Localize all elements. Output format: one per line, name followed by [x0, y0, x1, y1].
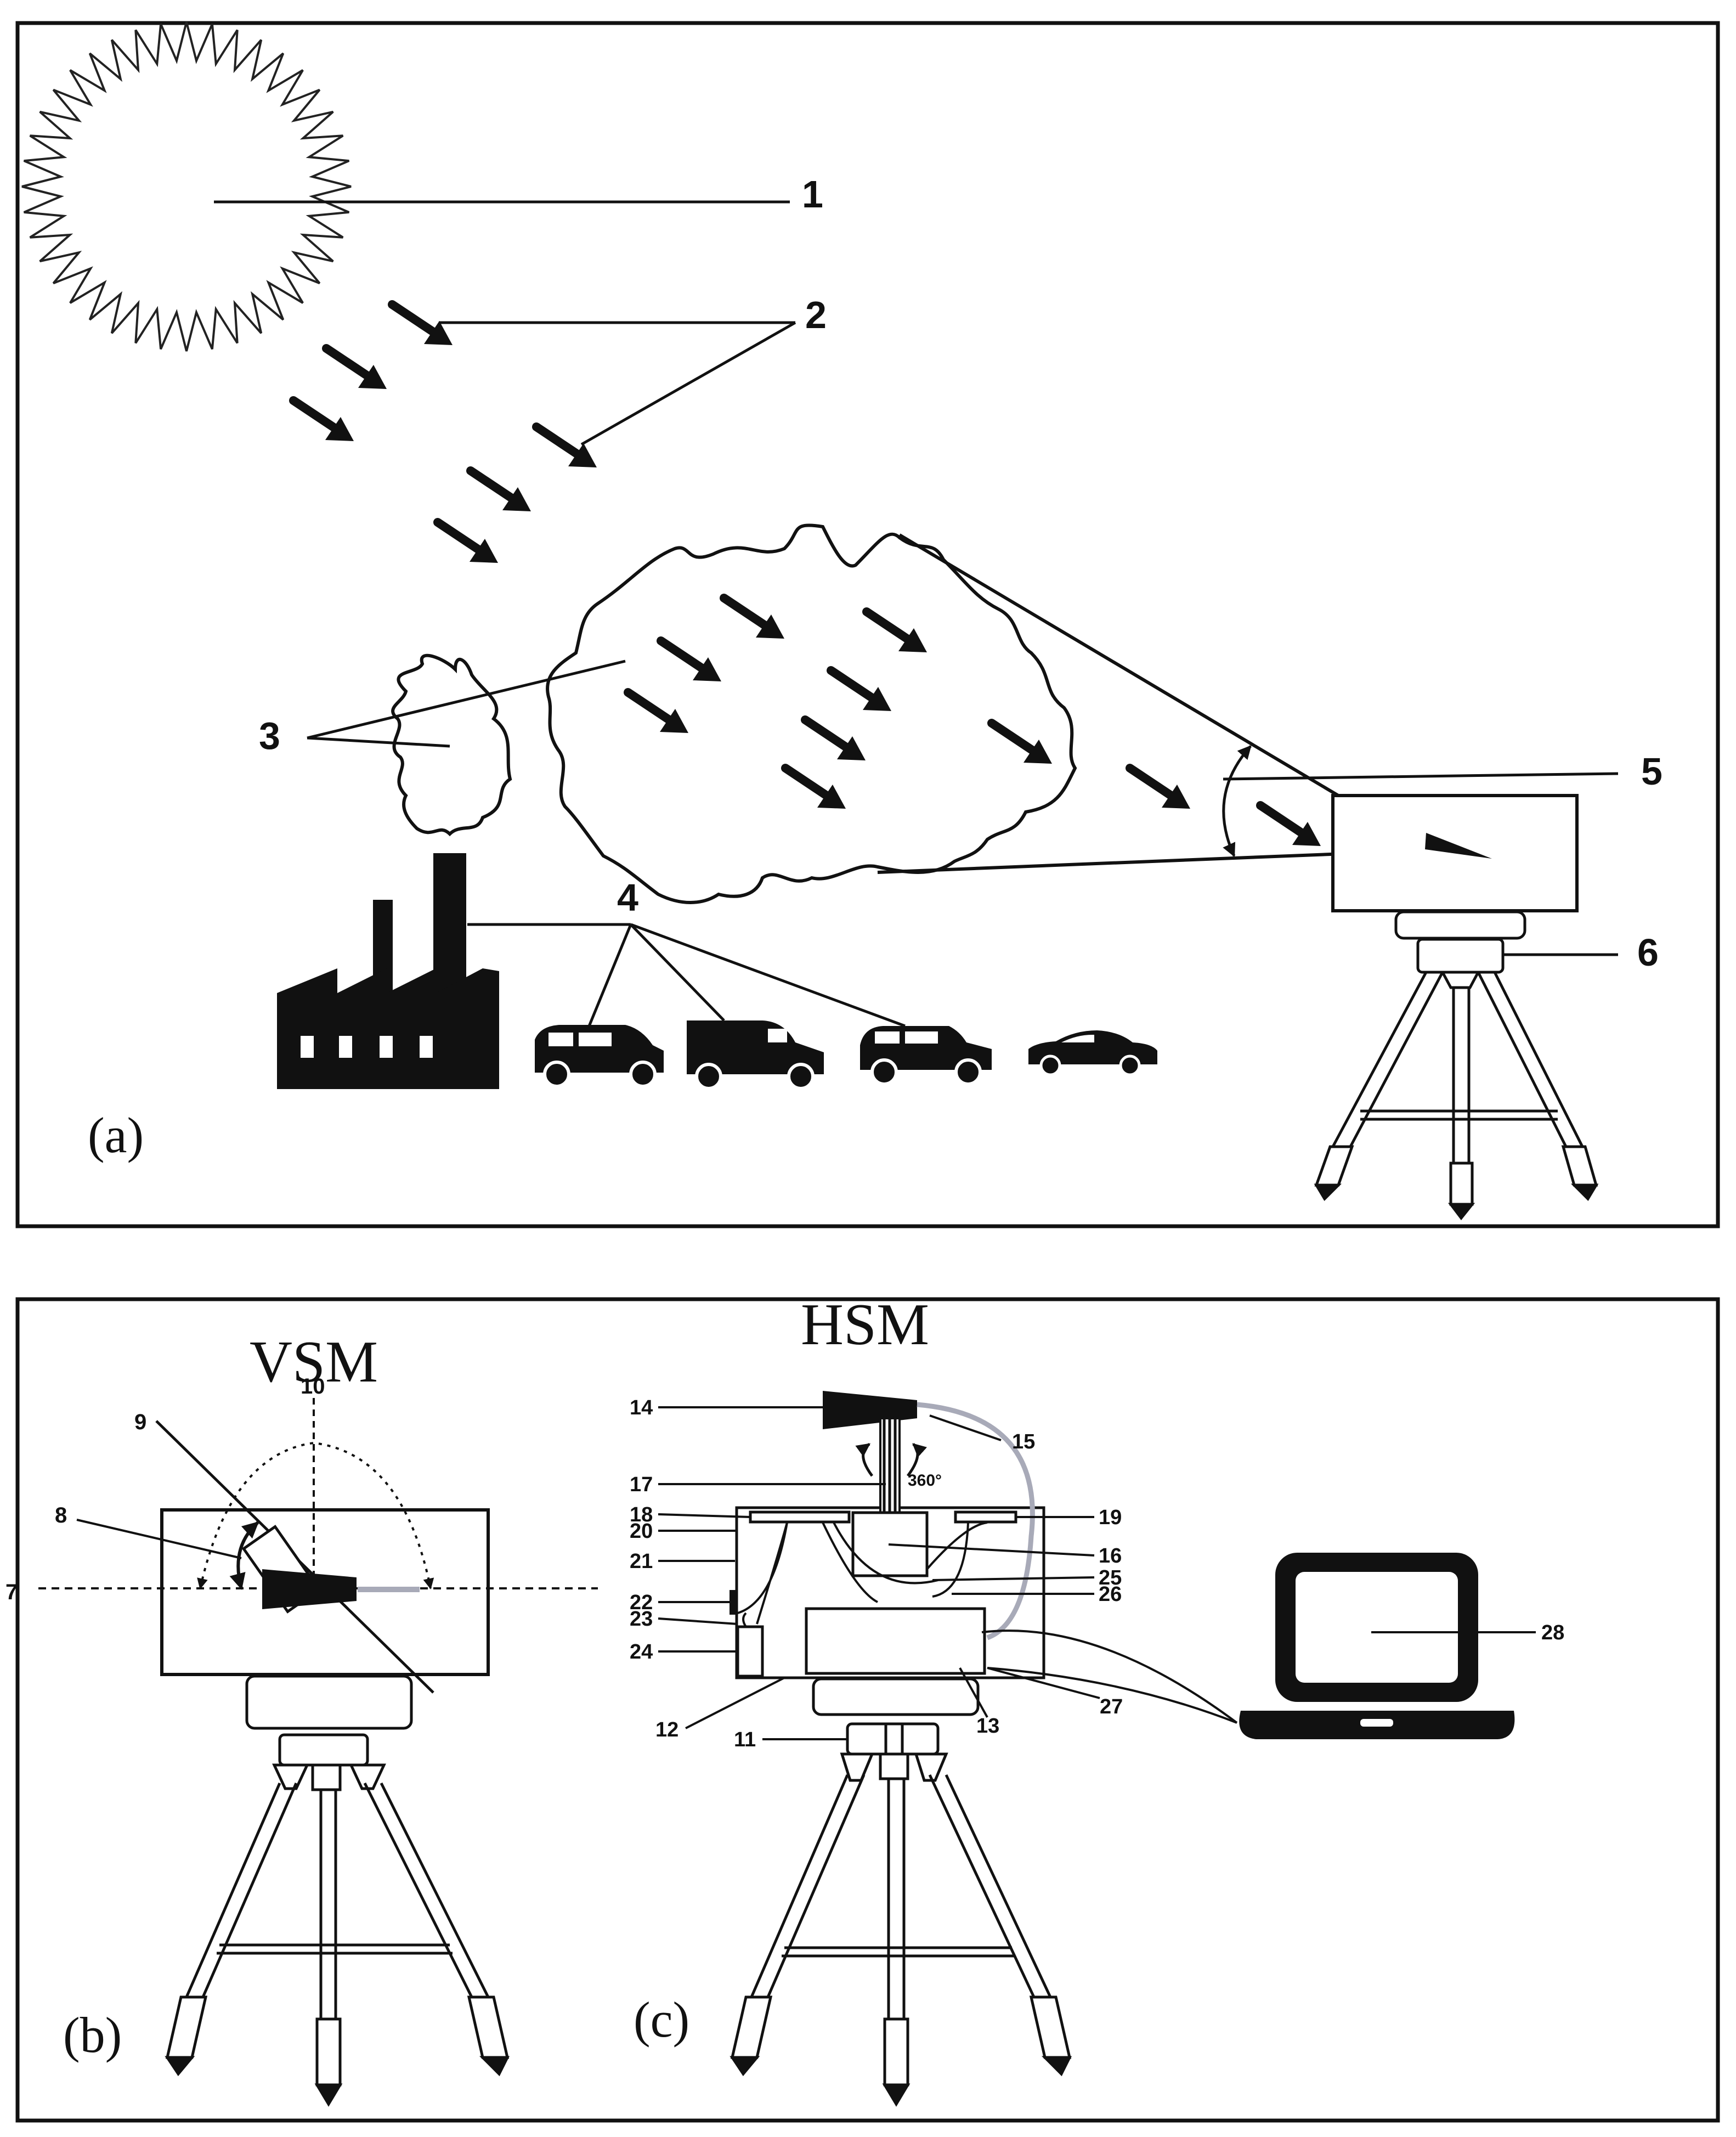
panel-a-frame [15, 21, 1720, 1228]
callout-2-lines [439, 321, 796, 446]
callout-3: 3 [259, 714, 280, 757]
callout-15: 15 [1012, 1430, 1035, 1453]
callout-27: 27 [1100, 1695, 1123, 1718]
rotation-360-label: 360° [908, 1471, 942, 1490]
callout-24: 24 [630, 1640, 653, 1664]
panel-b-title: VSM [250, 1329, 378, 1395]
callout-19: 19 [1099, 1506, 1122, 1529]
mount-base [812, 1677, 980, 1756]
callout-11: 11 [734, 1728, 756, 1751]
component-13 [805, 1607, 986, 1675]
callout-16: 16 [1099, 1544, 1122, 1567]
callout-1: 1 [802, 173, 823, 216]
callout-18: 18 [630, 1503, 653, 1526]
callout-22: 22 [630, 1591, 653, 1614]
panel-b: VSM [5, 1329, 598, 2107]
panel-c-label: (c) [634, 1992, 689, 2048]
callout-3-lines [307, 659, 626, 748]
rotation-arc-icon [229, 1521, 259, 1590]
callout-25: 25 [1099, 1566, 1122, 1589]
component-24 [736, 1625, 764, 1678]
callout-7: 7 [5, 1580, 18, 1604]
cloud-icon [546, 523, 1077, 904]
laptop-icon [1239, 1553, 1515, 1739]
callout-12: 12 [655, 1718, 678, 1741]
tripod-icon [730, 1752, 1072, 2107]
laptop-cables [981, 1629, 1536, 1724]
callout-26: 26 [1099, 1583, 1122, 1606]
component-22 [730, 1590, 736, 1615]
callout-leader-lines [658, 1406, 1100, 1740]
callout-21: 21 [630, 1550, 653, 1573]
callout-4-lines [467, 923, 906, 1032]
panel-b-label: (b) [63, 2007, 122, 2063]
panel-c-title: HSM [801, 1292, 929, 1357]
callout-2: 2 [805, 294, 827, 336]
car-icon [1028, 1030, 1157, 1076]
suv-icon [860, 1026, 992, 1086]
telescope-icon [823, 1391, 928, 1514]
callout-17: 17 [630, 1473, 653, 1496]
tripod-icon [165, 1674, 510, 2107]
factory-icon [277, 853, 499, 1089]
component-19 [954, 1510, 1017, 1524]
panel-c: HSM 360° [630, 1292, 1564, 2107]
van-icon [535, 1025, 664, 1088]
callout-9: 9 [134, 1410, 146, 1434]
callout-23: 23 [630, 1608, 653, 1631]
panel-a: 1 2 3 4 5 6 (a) [15, 21, 1720, 1228]
callout-4: 4 [617, 876, 638, 919]
fiber-cable-icon [917, 1402, 1035, 1640]
tripod-icon [1314, 938, 1599, 1221]
callout-5: 5 [1641, 750, 1663, 793]
callout-8: 8 [55, 1503, 67, 1527]
panel-a-label: (a) [88, 1107, 144, 1163]
callout-14: 14 [630, 1396, 653, 1419]
callout-20: 20 [630, 1520, 653, 1543]
callout-6: 6 [1637, 931, 1659, 974]
instrument-box-icon [1331, 794, 1618, 956]
callout-13: 13 [976, 1715, 999, 1738]
sun-icon [21, 21, 790, 352]
internal-wiring [737, 1521, 988, 1628]
light-ray-icon [293, 305, 597, 563]
cloud-icon [391, 653, 512, 837]
panel-bc-frame [15, 1297, 1720, 2123]
component-18 [749, 1510, 851, 1524]
callout-8-line [76, 1519, 242, 1559]
callout-28: 28 [1541, 1621, 1564, 1644]
telescope-icon [262, 1569, 420, 1609]
truck-icon [687, 1020, 824, 1090]
callout-10: 10 [301, 1374, 325, 1399]
